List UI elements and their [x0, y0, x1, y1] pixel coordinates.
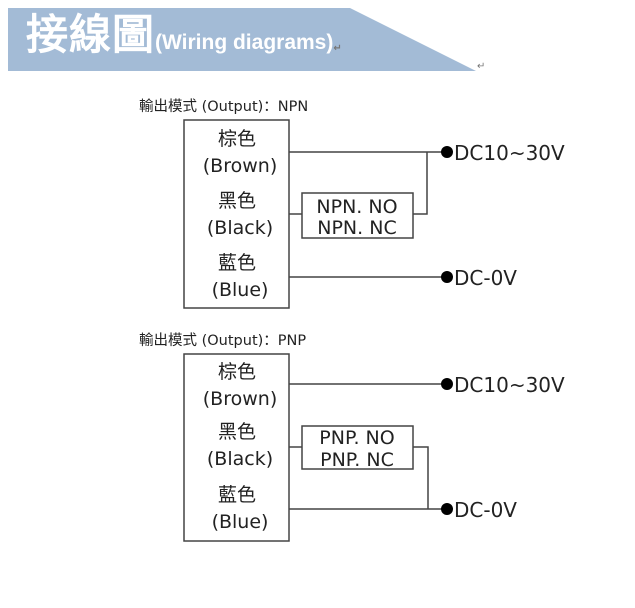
- wire-label-zh: 藍色: [218, 252, 256, 274]
- switch-label: NPN. NO: [316, 196, 397, 218]
- load-wire: [413, 446, 429, 509]
- load-wire: [413, 152, 428, 215]
- switch-label: PNP. NO: [319, 427, 394, 449]
- wire-label-zh: 棕色: [218, 128, 256, 150]
- pnp-switch-labels: PNP. NO PNP. NC: [319, 427, 394, 471]
- wire-label-en: (Brown): [203, 155, 277, 177]
- npn-terminal-labels: DC10~30V DC-0V: [454, 141, 565, 290]
- wire-label-zh: 黑色: [218, 421, 256, 443]
- npn-labels: 棕色 (Brown) 黑色 (Black) 藍色 (Blue): [203, 128, 277, 301]
- wire-label-en: (Black): [207, 448, 273, 470]
- banner-shape: [8, 8, 476, 71]
- npn-switch-labels: NPN. NO NPN. NC: [316, 196, 397, 239]
- pnp-diagram: [183, 353, 453, 542]
- wire-label-en: (Blue): [212, 511, 269, 533]
- npn-diagram: [183, 119, 453, 309]
- page-title-en: (Wiring diagrams): [155, 31, 334, 54]
- pnp-terminal-labels: DC10~30V DC-0V: [454, 373, 565, 522]
- terminal-label: DC10~30V: [454, 141, 565, 165]
- terminal-dot: [441, 146, 453, 158]
- pnp-labels: 棕色 (Brown) 黑色 (Black) 藍色 (Blue): [203, 361, 277, 533]
- terminal-label: DC10~30V: [454, 373, 565, 397]
- wire-label-zh: 棕色: [218, 361, 256, 383]
- paragraph-mark-icon: ↵: [477, 61, 486, 72]
- terminal-dot: [441, 503, 453, 515]
- wire-label-zh: 藍色: [218, 484, 256, 506]
- wire-label-en: (Blue): [212, 279, 269, 301]
- wire-label-zh: 黑色: [218, 190, 256, 212]
- switch-label: NPN. NC: [317, 217, 396, 239]
- npn-mode-label: 輸出模式 (Output)：NPN: [139, 99, 309, 115]
- wire-label-en: (Brown): [203, 388, 277, 410]
- terminal-dot: [441, 378, 453, 390]
- page-title: 接線圖(Wiring diagrams)↵: [26, 14, 342, 56]
- terminal-label: DC-0V: [454, 266, 517, 290]
- terminal-label: DC-0V: [454, 498, 517, 522]
- paragraph-mark-icon: ↵: [333, 43, 342, 54]
- page-title-zh: 接線圖: [26, 10, 156, 59]
- terminal-dot: [441, 271, 453, 283]
- pnp-mode-label: 輸出模式 (Output)：PNP: [139, 333, 307, 349]
- switch-box: [301, 192, 414, 239]
- wire-label-en: (Black): [207, 217, 273, 239]
- switch-label: PNP. NC: [320, 449, 394, 471]
- header-banner: [8, 8, 476, 71]
